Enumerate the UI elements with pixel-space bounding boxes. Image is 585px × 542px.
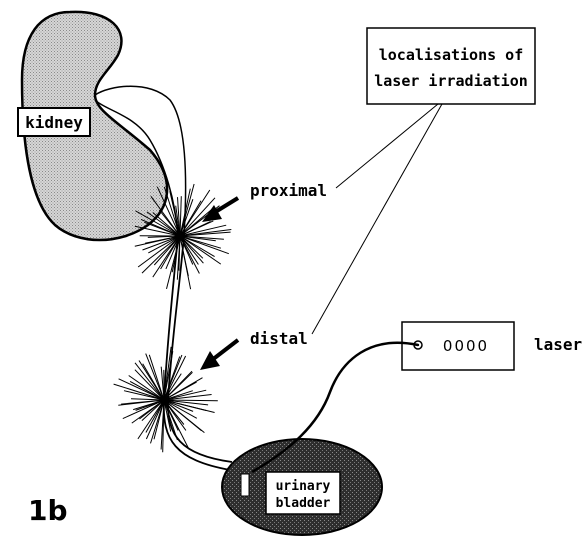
laser-label: laser (534, 335, 582, 354)
figure-label: 1b (28, 494, 68, 527)
proximal-arrow-icon (202, 198, 238, 222)
bladder-label-line-1: urinary (276, 479, 331, 494)
laser-display: 0000 (443, 337, 489, 355)
localisations-line-1: localisations of (379, 46, 524, 64)
localisations-box (367, 28, 535, 104)
cystoscope-marker (241, 474, 249, 496)
bladder-label-line-2: bladder (276, 496, 331, 511)
distal-arrow-icon (200, 340, 238, 370)
proximal-label: proximal (250, 181, 327, 200)
localisations-line-2: laser irradiation (374, 72, 528, 90)
leader-line-proximal (336, 104, 438, 188)
kidney-label: kidney (25, 113, 83, 132)
leader-line-distal (312, 104, 442, 334)
distal-label: distal (250, 329, 308, 348)
